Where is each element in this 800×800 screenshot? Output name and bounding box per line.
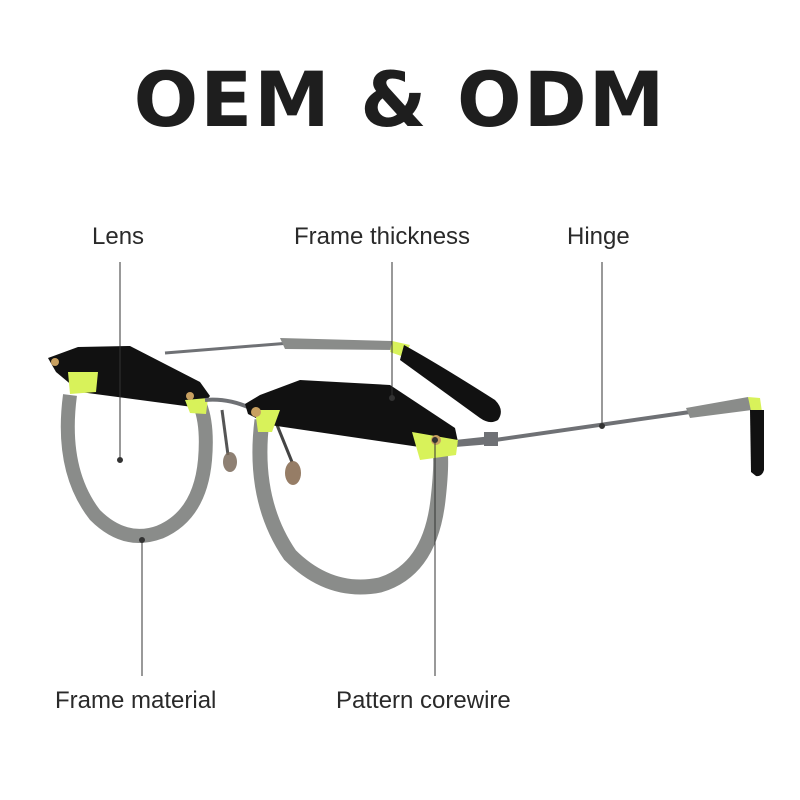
- label-lens: Lens: [92, 223, 145, 250]
- label-pattern-corewire: Pattern corewire: [336, 687, 511, 714]
- right-lens-rim: [245, 380, 458, 595]
- callout-lines: [117, 262, 605, 676]
- bridge: [204, 397, 251, 410]
- page-title: OEM & ODM: [133, 55, 667, 144]
- front-temple: [455, 397, 764, 477]
- label-frame-material: Frame material: [55, 687, 217, 714]
- back-temple: [164, 338, 501, 423]
- left-lens-rim: [48, 346, 213, 543]
- label-frame-thickness: Frame thickness: [294, 223, 471, 250]
- label-hinge: Hinge: [567, 223, 630, 250]
- nose-pads: [220, 409, 301, 485]
